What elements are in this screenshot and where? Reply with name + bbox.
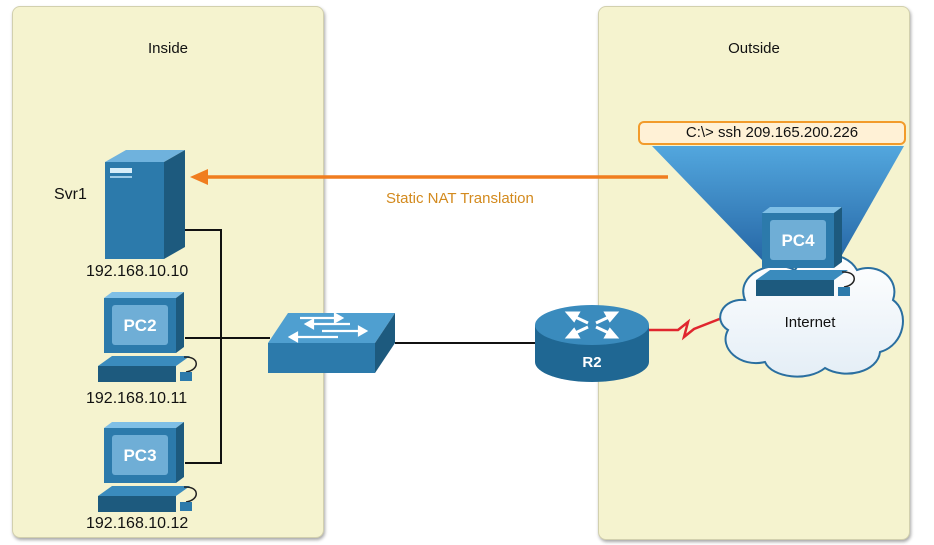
pc2-icon [98,292,197,382]
router-icon [535,305,649,382]
pc3-ip-label: 192.168.10.12 [86,515,189,532]
nat-translation-label: Static NAT Translation [386,190,534,207]
pc3-label: PC3 [123,446,156,465]
pc4-icon [756,207,855,296]
switch-icon [268,312,395,373]
server-icon [105,150,185,259]
nat-arrow [190,169,668,185]
pc3-icon [98,422,197,512]
server-ip-label: 192.168.10.10 [86,263,189,280]
pc2-ip-label: 192.168.10.11 [86,390,188,407]
inside-cabling [185,229,535,464]
server-name-label: Svr1 [54,186,87,203]
internet-label: Internet [785,314,837,331]
ssh-command-box: C:\> ssh 209.165.200.226 [638,121,906,145]
serial-link [648,316,723,341]
inside-zone-label: Inside [147,40,189,57]
outside-zone-label: Outside [728,40,780,57]
pc4-label: PC4 [781,231,815,250]
pc2-label: PC2 [123,316,156,335]
router-label: R2 [582,354,601,371]
